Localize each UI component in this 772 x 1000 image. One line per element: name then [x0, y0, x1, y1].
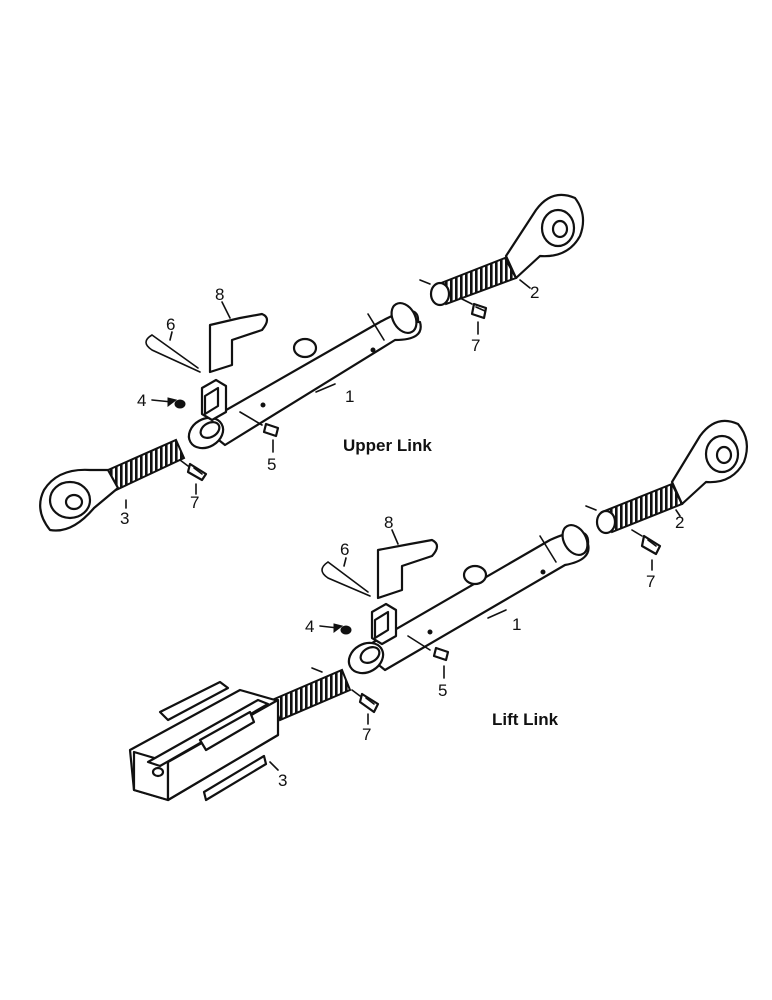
lift-rod-end-2 — [585, 419, 749, 535]
lift-label-5: 5 — [438, 681, 447, 700]
lift-bracket-8 — [376, 538, 439, 600]
lift-label-8: 8 — [384, 513, 393, 532]
upper-tube — [187, 301, 422, 450]
lift-label-1: 1 — [512, 615, 521, 634]
lift-clevis-3 — [128, 667, 352, 802]
upper-rod-end-3 — [39, 438, 186, 532]
upper-label-5: 5 — [267, 455, 276, 474]
upper-label-8: 8 — [215, 285, 224, 304]
lift-label-4: 4 — [305, 617, 314, 636]
upper-label-3: 3 — [120, 509, 129, 528]
lift-link-assembly: 8 6 4 1 2 7 5 7 3 Lift Link — [128, 419, 749, 802]
lift-pin-7a — [631, 529, 662, 556]
upper-link-assembly: 8 6 4 1 2 7 5 7 3 Upper Link — [39, 193, 585, 532]
upper-label-4: 4 — [137, 391, 146, 410]
lift-label-3: 3 — [278, 771, 287, 790]
upper-label-6: 6 — [166, 315, 175, 334]
upper-leaders — [125, 279, 531, 509]
lift-label-7b: 7 — [362, 725, 371, 744]
lift-hairpin-6 — [321, 561, 371, 597]
upper-pin-4 — [151, 397, 186, 409]
lift-label-6: 6 — [340, 540, 349, 559]
upper-link-title: Upper Link — [343, 436, 432, 455]
upper-label-2: 2 — [530, 283, 539, 302]
upper-hairpin-6 — [145, 334, 201, 373]
upper-label-1: 1 — [345, 387, 354, 406]
upper-pin-7a — [459, 297, 488, 320]
lift-link-title: Lift Link — [492, 710, 559, 729]
lift-pin-7b — [351, 689, 380, 714]
upper-bracket-8 — [208, 312, 269, 374]
upper-rod-end-2 — [419, 193, 585, 307]
upper-label-7b: 7 — [190, 493, 199, 512]
lift-pin-4 — [319, 623, 352, 635]
lift-label-7a: 7 — [646, 572, 655, 591]
lift-label-2: 2 — [675, 513, 684, 532]
lift-leaders — [269, 509, 681, 771]
lift-tube — [347, 523, 590, 675]
upper-pin-7b — [179, 459, 208, 482]
upper-label-7a: 7 — [471, 336, 480, 355]
lift-pin-5 — [407, 635, 450, 662]
upper-pin-5 — [239, 411, 280, 438]
lift-clevis-bracket — [370, 602, 398, 646]
upper-clevis-bracket — [200, 378, 228, 422]
